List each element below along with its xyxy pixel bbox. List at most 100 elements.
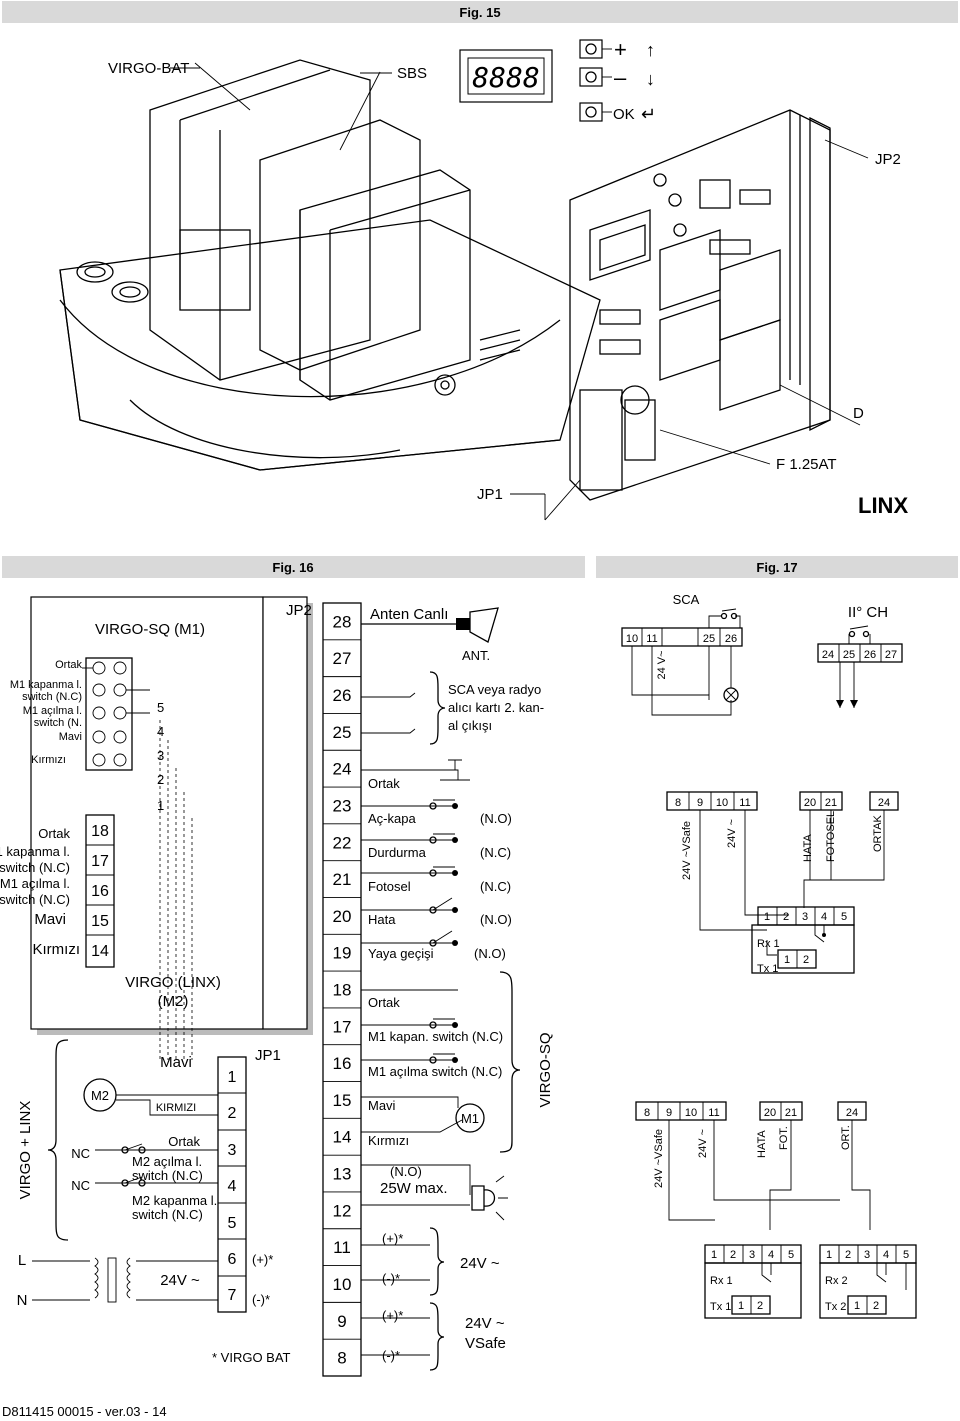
svg-text:24V ~VSafe: 24V ~VSafe	[681, 821, 693, 880]
terminal-numbers: 5 4 3 2 1	[157, 700, 164, 813]
svg-text:24: 24	[846, 1107, 858, 1119]
ok-button-label: OK	[613, 106, 635, 123]
jp2-terminal-number: 25	[333, 723, 352, 742]
m2-wire-labels: Mavi KIRMIZI Ortak M2 açılma l. switch (…	[132, 1054, 217, 1222]
tx2-term-2: 2	[873, 1300, 879, 1312]
svg-text:M1 açılma l.: M1 açılma l.	[0, 876, 70, 891]
svg-text:ORT.: ORT.	[840, 1125, 852, 1150]
svg-text:5: 5	[841, 911, 847, 923]
jp2-terminal-number: 21	[333, 870, 352, 889]
svg-text:Kırmızı: Kırmızı	[31, 754, 66, 766]
up-arrow-icon: ↑	[646, 40, 655, 60]
lamp-no-label: (N.O)	[390, 1164, 422, 1179]
jp2-terminal-number: 19	[333, 944, 352, 963]
out-vsafe-label-2: VSafe	[465, 1335, 506, 1352]
ant-label: ANT.	[462, 648, 490, 663]
tx1-label: Tx 1	[757, 963, 778, 975]
svg-text:switch (N.C): switch (N.C)	[132, 1207, 203, 1222]
fig16-title: Fig. 16	[272, 560, 313, 575]
rx1-receiver-block: 1 2 3 4 5	[751, 906, 855, 974]
svg-text:FOT.: FOT.	[778, 1126, 790, 1150]
svg-text:Hata: Hata	[368, 912, 396, 927]
rx1-tx1-lower-block: 1 2 3 4 5	[704, 1244, 802, 1319]
d-label: D	[853, 405, 864, 422]
svg-text:switch (N.C): switch (N.C)	[132, 1168, 203, 1183]
jp2-terminal-number: 9	[337, 1312, 346, 1331]
out-24v-minus: (-)*	[382, 1271, 400, 1286]
svg-text:M2 kapanma l.: M2 kapanma l.	[132, 1193, 217, 1208]
virgo-sq-brace	[499, 971, 521, 1153]
sbs-label: SBS	[397, 65, 427, 82]
sca-24v-label: 24 V~	[656, 650, 668, 679]
tx1-lower-term-1: 1	[738, 1300, 744, 1312]
svg-text:(N.O): (N.O)	[474, 946, 506, 961]
control-input-labels: Ortak Aç-kapa Durdurma Fotosel Hata Yaya…	[368, 776, 503, 1148]
svg-text:2: 2	[730, 1249, 736, 1261]
jp2-terminal-number: 12	[333, 1201, 352, 1220]
svg-text:8: 8	[675, 797, 681, 809]
jp2-terminal-number: 28	[333, 612, 352, 631]
rx2-label: Rx 2	[825, 1275, 848, 1287]
fuse-label: F 1.25AT	[776, 456, 837, 473]
svg-text:4: 4	[821, 911, 827, 923]
jp1-top-label: JP1	[477, 486, 503, 503]
svg-text:Aç-kapa: Aç-kapa	[368, 811, 416, 826]
jp2-terminal-number: 15	[333, 1091, 352, 1110]
svg-text:(N.C): (N.C)	[480, 879, 511, 894]
svg-text:1: 1	[764, 911, 770, 923]
seven-segment-display: 8888	[459, 49, 553, 103]
motor-terminal-block	[82, 657, 150, 771]
svg-text:9: 9	[697, 797, 703, 809]
tx1-lower-label: Tx 1	[710, 1301, 731, 1313]
fig15-title-bar	[2, 1, 958, 23]
button-panel: + ↑ – ↓ OK ↵	[579, 37, 656, 124]
n-terminal-label: N	[17, 1292, 28, 1309]
svg-text:11: 11	[739, 797, 750, 809]
svg-text:15: 15	[91, 913, 109, 930]
rx1-lower-label: Rx 1	[710, 1275, 733, 1287]
jp2-label: JP2	[286, 602, 312, 619]
virgo-sq-vertical-label: VIRGO-SQ	[537, 1032, 554, 1107]
antenna-icon	[361, 607, 499, 643]
svg-text:4: 4	[157, 724, 164, 739]
svg-text:27: 27	[885, 649, 897, 661]
jp2-terminal-number: 20	[333, 907, 352, 926]
fig17-title-bar	[596, 556, 958, 578]
svg-text:10: 10	[626, 633, 638, 645]
tx2-label: Tx 2	[825, 1301, 846, 1313]
nc-label-2: NC	[71, 1178, 90, 1193]
jp2-terminal-number: 22	[333, 833, 352, 852]
out-vsafe-plus: (+)*	[382, 1308, 403, 1323]
svg-text:Ortak: Ortak	[55, 659, 82, 671]
svg-text:Durdurma: Durdurma	[368, 845, 427, 860]
svg-text:Yaya geçişi: Yaya geçişi	[368, 946, 434, 961]
jp2-terminal-number: 23	[333, 796, 352, 815]
ii-ch-header: II° CH	[848, 604, 888, 621]
m2-paren-label: (M2)	[158, 993, 189, 1010]
control-board-illustration	[569, 109, 831, 501]
svg-text:7: 7	[228, 1287, 237, 1304]
svg-text:Kırmızı: Kırmızı	[368, 1133, 409, 1148]
jp2-terminal-number: 16	[333, 1054, 352, 1073]
svg-text:20: 20	[804, 797, 816, 809]
svg-text:M1 açılma switch (N.C): M1 açılma switch (N.C)	[368, 1064, 502, 1079]
svg-text:26: 26	[864, 649, 876, 661]
left-brace	[47, 1039, 69, 1241]
svg-text:Ortak: Ortak	[168, 1134, 200, 1149]
fig16-title-bar	[2, 556, 585, 578]
m2-label: M2	[91, 1088, 109, 1103]
jp2-terminal-number: 8	[337, 1349, 346, 1368]
virgo-linx-label: VIRGO (LINX)	[125, 974, 221, 991]
virgo-bat-label: VIRGO-BAT	[108, 60, 189, 77]
svg-text:11: 11	[646, 633, 657, 645]
svg-text:1: 1	[826, 1249, 832, 1261]
svg-text:5: 5	[903, 1249, 909, 1261]
svg-text:M1 kapanma l.: M1 kapanma l.	[0, 844, 70, 859]
sca-line1: SCA veya radyo	[448, 682, 541, 697]
svg-text:24: 24	[878, 797, 890, 809]
svg-text:Mavi: Mavi	[59, 731, 82, 743]
svg-text:26: 26	[725, 633, 737, 645]
control-input-contacts	[361, 759, 470, 947]
svg-text:3: 3	[864, 1249, 870, 1261]
